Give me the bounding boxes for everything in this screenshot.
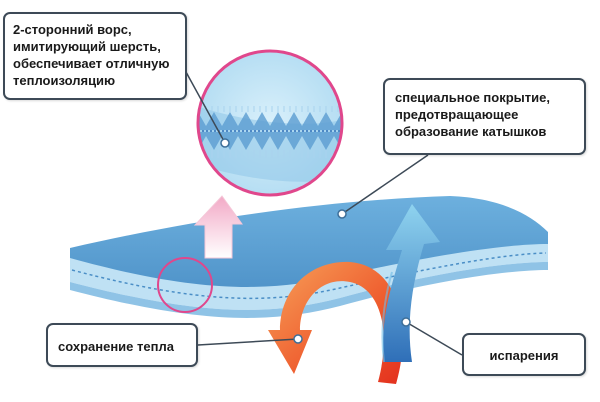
callout-fleece-line: 2-сторонний ворс, [13, 22, 132, 37]
callout-fleece-line: теплоизоляцию [13, 73, 116, 88]
leader-dot-fleece [220, 138, 230, 148]
fleece-fiber-pattern [198, 112, 342, 150]
callout-coating-line: образование катышков [395, 124, 547, 139]
callout-fleece-line: обеспечивает отличную [13, 56, 170, 71]
callout-coating-line: специальное покрытие, [395, 90, 550, 105]
fabric-top-surface [70, 196, 548, 292]
leader-fleece [185, 71, 226, 144]
callout-fleece-line: имитирующий шерсть, [13, 39, 161, 54]
callout-coating-line: предотвращающее [395, 107, 519, 122]
magnifier-lens [196, 49, 344, 197]
callout-heat-label: сохранение тепла [58, 339, 174, 354]
fabric-stitch-line [71, 252, 547, 300]
magnify-spot [157, 257, 213, 313]
heat-arrow [268, 261, 403, 384]
fabric-slab [70, 196, 548, 318]
leader-heat [197, 338, 299, 346]
callout-evaporation: испарения [462, 333, 586, 376]
fabric-edge-layer [70, 244, 548, 310]
evaporation-arrow [381, 204, 440, 363]
leader-dot-evap [401, 317, 411, 327]
leader-lines [185, 71, 463, 356]
leader-evap [405, 321, 463, 356]
fleece-arrow [193, 195, 243, 259]
leader-dot-heat [293, 334, 303, 344]
leader-dot-coating [337, 209, 347, 219]
callout-fleece: 2-сторонний ворс, имитирующий шерсть, об… [3, 12, 187, 100]
fabric-bottom-layer [70, 262, 548, 318]
callout-coating: специальное покрытие, предотвращающее об… [383, 78, 586, 155]
callout-evaporation-label: испарения [489, 348, 559, 363]
leader-coating [341, 154, 429, 215]
callout-heat-retention: сохранение тепла [46, 323, 198, 367]
